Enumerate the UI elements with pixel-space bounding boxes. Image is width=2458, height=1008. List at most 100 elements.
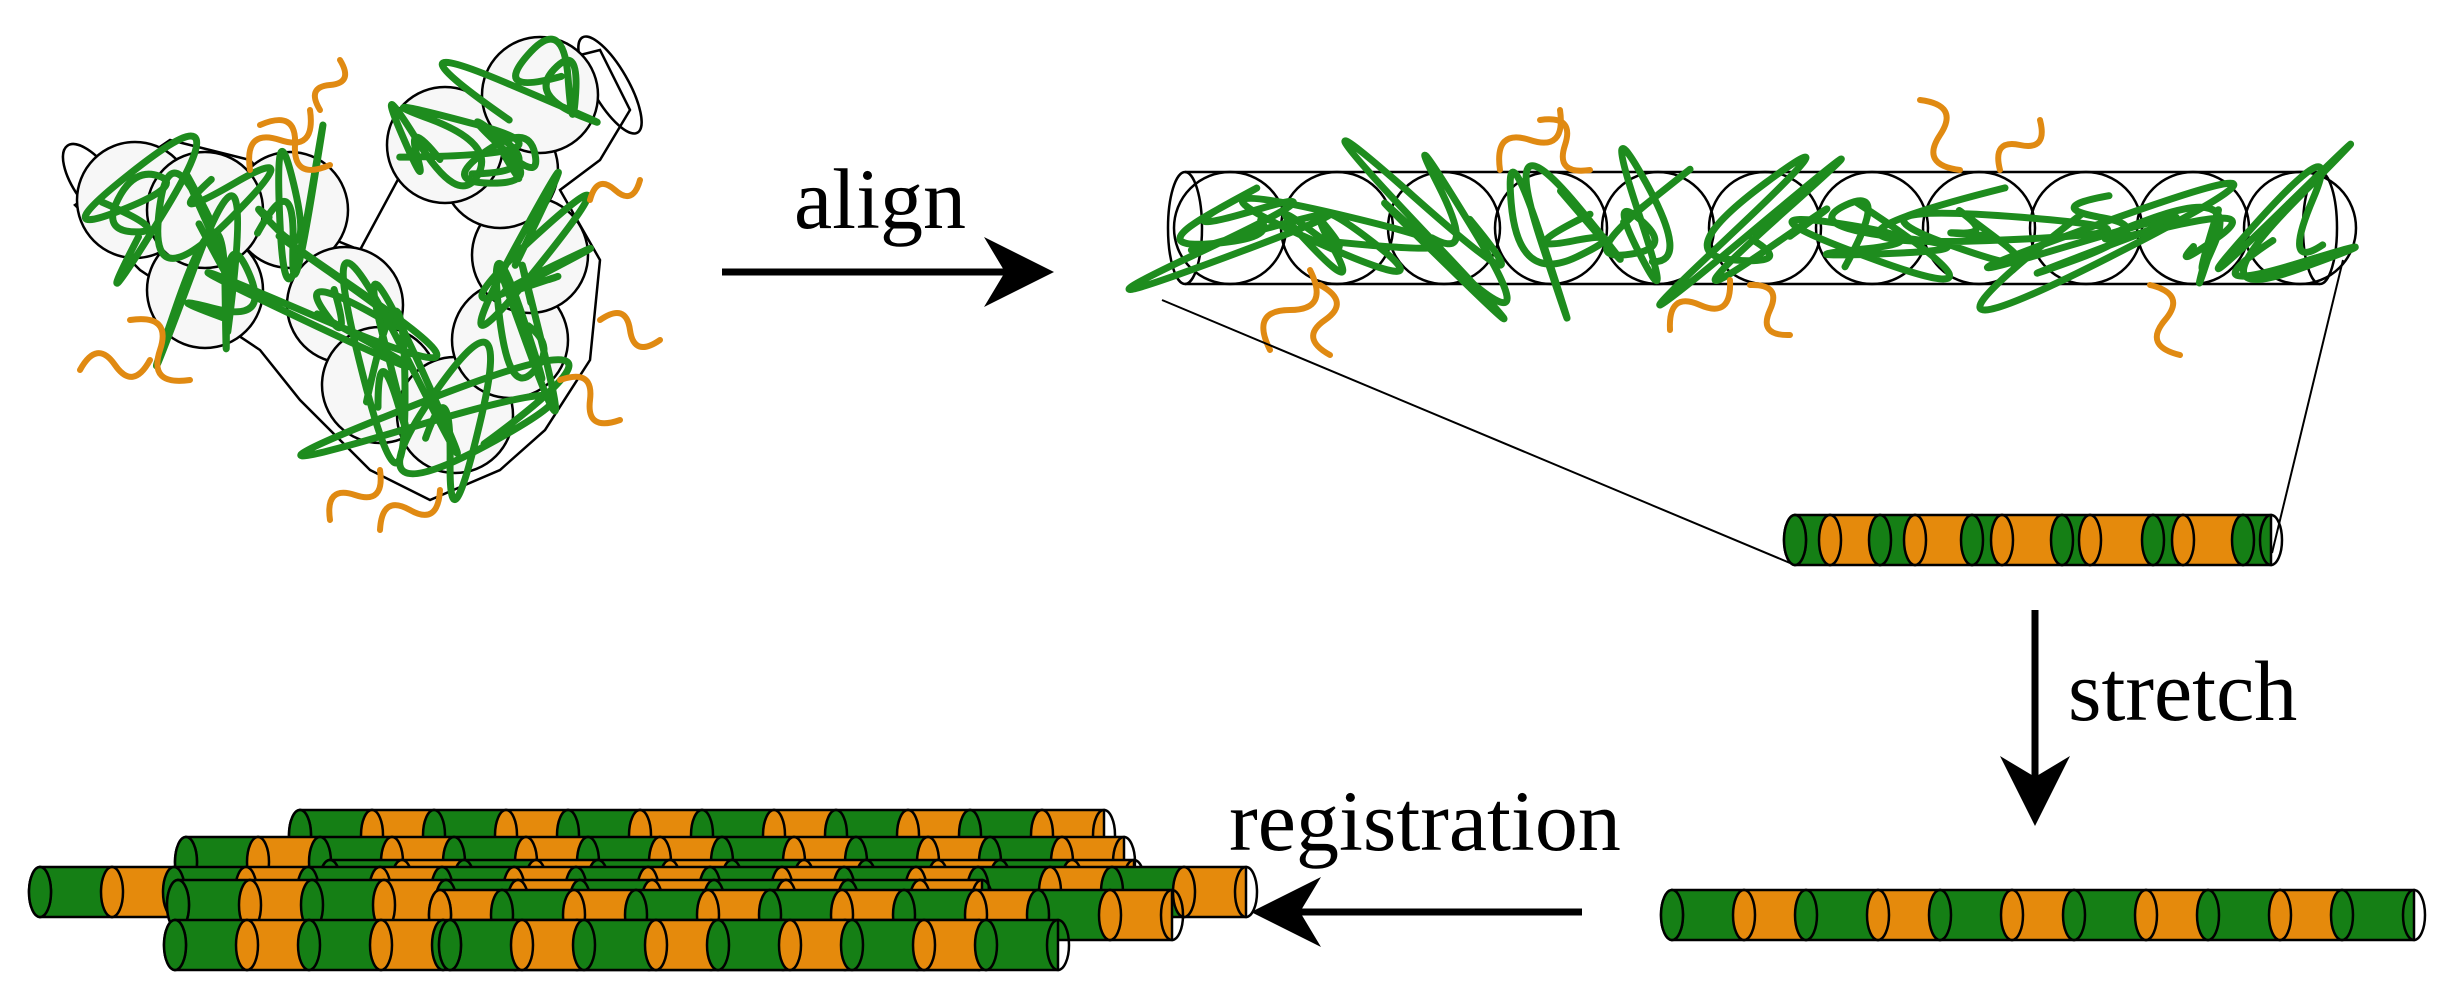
corona-chain [1537, 116, 1593, 174]
block-interface [643, 918, 669, 972]
core-chain [2214, 140, 2359, 283]
core-chain [204, 232, 441, 371]
block-interface [1902, 513, 1928, 567]
core-chain [1603, 145, 1694, 284]
block-interface [99, 865, 125, 919]
block-interface [2329, 888, 2355, 942]
block-interface [2140, 513, 2166, 567]
block-interface [705, 918, 731, 972]
aligned-bead [1814, 170, 1930, 286]
core-chain [1238, 194, 1444, 276]
core-chain [438, 35, 601, 126]
corona-chain [2147, 282, 2183, 358]
registration-label: registration [1229, 773, 1621, 869]
stretch-label: stretch [2068, 643, 2297, 739]
registered-cylinder-bundle [27, 808, 1259, 972]
block-interface [839, 918, 865, 972]
block-interface [1999, 888, 2025, 942]
core-chain [254, 121, 327, 283]
core-chain [154, 164, 275, 291]
block-interface [2133, 888, 2159, 942]
core-chain [387, 101, 523, 190]
core-chain [1788, 197, 1954, 283]
cylinder-start-cap [437, 918, 463, 972]
zoom-line-right [2271, 259, 2344, 554]
corona-chain [1496, 107, 1564, 173]
cylinder-start-cap [1782, 513, 1808, 567]
corona-chain [127, 316, 193, 384]
cylinder-end [1233, 865, 1259, 919]
aligned-bead [1493, 170, 1609, 286]
block-interface [571, 918, 597, 972]
align-label: align [794, 151, 966, 247]
block-interface [2170, 513, 2196, 567]
block-interface [2230, 513, 2256, 567]
block-interface [1959, 513, 1985, 567]
zoom-line-left [1161, 299, 1791, 564]
corona-chain [377, 487, 443, 533]
corona-chain [597, 309, 663, 351]
block-interface [973, 918, 999, 972]
aligned-micelle-cylinder [1125, 97, 2359, 358]
stretched-block-cylinder [1659, 888, 2427, 942]
cylinder-end [2258, 513, 2284, 567]
block-interface [1867, 513, 1893, 567]
block-interface [2267, 888, 2293, 942]
cylinder-end [1045, 918, 1071, 972]
block-interface [777, 918, 803, 972]
core-chain [81, 132, 201, 287]
compact-cylinder [1782, 513, 2284, 567]
block-interface [1989, 513, 2015, 567]
corona-chain [1666, 277, 1734, 333]
corona-chain [1917, 97, 1963, 173]
corona-chain [311, 57, 349, 113]
corona-chain [257, 117, 333, 173]
block-interface [2195, 888, 2221, 942]
compact-block-cylinder [1782, 513, 2284, 567]
cylinder-start-cap [162, 918, 188, 972]
core-chain [477, 168, 594, 329]
corona-chain [1995, 117, 2045, 173]
cylinder-end [1159, 888, 1185, 942]
core-chain [2101, 203, 2236, 287]
stretched-cylinder [1659, 888, 2427, 942]
block-interface [296, 918, 322, 972]
core-chain [1656, 153, 1845, 309]
cylinder-start-cap [27, 865, 53, 919]
block-interface [911, 918, 937, 972]
core-chain [1875, 184, 2112, 267]
corona-chain [1260, 267, 1320, 353]
block-interface [1793, 888, 1819, 942]
block-interface [1097, 888, 1123, 942]
corona-chain [587, 177, 643, 203]
block-interface [1731, 888, 1757, 942]
corona-chain [77, 350, 153, 380]
corona-chain [1310, 282, 1340, 358]
block-interface [509, 918, 535, 972]
aligned-bead [2242, 170, 2358, 286]
core-chain [1506, 162, 1624, 322]
block-interface [368, 918, 394, 972]
block-interface [234, 918, 260, 972]
corona-chain [557, 373, 623, 427]
core-chain [492, 259, 560, 415]
block-interface [1927, 888, 1953, 942]
block-interface [2049, 513, 2075, 567]
disordered-micelle-cluster [61, 35, 663, 533]
block-interface [2077, 513, 2103, 567]
aligned-bead [1921, 170, 2037, 286]
block-interface [1817, 513, 1843, 567]
cylinder-left-cap [1166, 170, 1204, 286]
core-chain [297, 338, 573, 503]
core-chain [461, 118, 540, 187]
bundle-cylinder [437, 918, 1071, 972]
core-chain [1341, 137, 1511, 323]
cylinder-end [2401, 888, 2427, 942]
cylinder-start-cap [1659, 888, 1685, 942]
corona-chain [1747, 281, 1793, 339]
block-interface [1865, 888, 1891, 942]
corona-chain [326, 467, 384, 523]
corona-chain [246, 107, 314, 173]
block-interface [2061, 888, 2087, 942]
